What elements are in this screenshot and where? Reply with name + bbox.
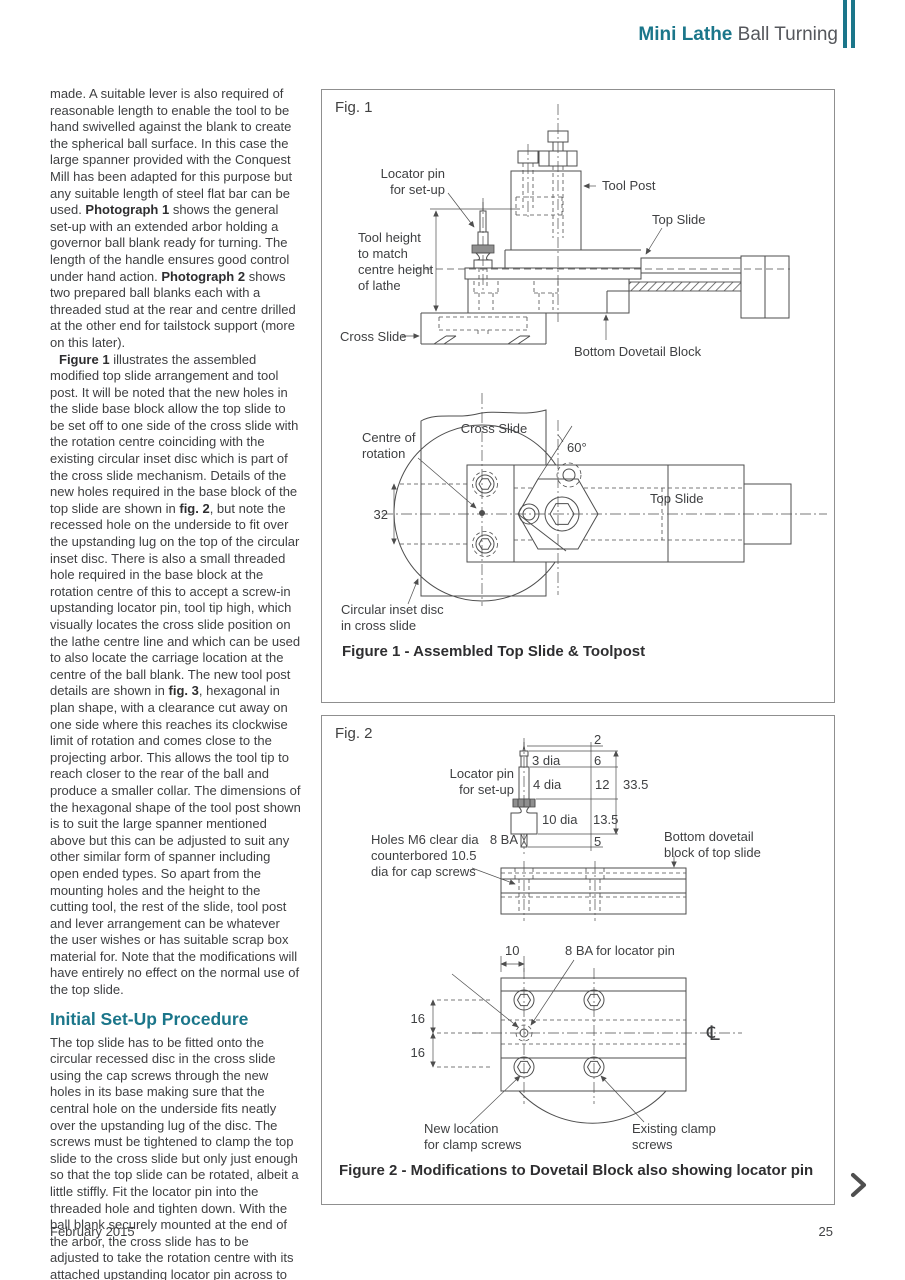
article-paragraphs-after: The top slide has to be fitted onto the …: [50, 1034, 299, 1280]
svg-text:of lathe: of lathe: [358, 278, 401, 293]
svg-text:dia for cap screws: dia for cap screws: [371, 864, 476, 879]
svg-text:for set-up: for set-up: [459, 782, 514, 797]
fig2-holes-m6-label: Holes M6 clear dia: [371, 832, 479, 847]
figure-1-caption: Figure 1 - Assembled Top Slide & Toolpos…: [342, 643, 646, 660]
svg-text:screws: screws: [632, 1137, 673, 1152]
figure-1-box: Fig. 1: [321, 89, 835, 703]
fig1-tool-height-label: Tool height: [358, 230, 421, 245]
fig2-new-location-label: New location: [424, 1121, 498, 1136]
fig2-dim-12: 12: [595, 777, 609, 792]
footer-date: February 2015: [50, 1224, 135, 1239]
fig2-ba-locator-label: 8 BA for locator pin: [565, 943, 675, 958]
section-heading: Initial Set-Up Procedure: [50, 1008, 249, 1029]
fig2-dim-16b: 16: [411, 1045, 425, 1060]
fig2-dim-2: 2: [594, 732, 601, 747]
fig1-dim-32-label: 32: [374, 507, 388, 522]
fig1-tool-post-label: Tool Post: [602, 178, 656, 193]
figure-2-label: Fig. 2: [335, 725, 373, 742]
fig2-dim-13-5: 13.5: [593, 812, 618, 827]
page-header-title: Mini Lathe Ball Turning: [638, 24, 838, 46]
fig2-dim-33-5: 33.5: [623, 777, 648, 792]
figure-1-label: Fig. 1: [335, 99, 373, 116]
fig1-locator-pin-label: Locator pin: [381, 166, 445, 181]
fig2-dim-4dia: 4 dia: [533, 777, 562, 792]
figure-2-drawing: Locator pin for set-up 2 3 dia 6 4 dia 1…: [371, 732, 761, 1152]
fig1-inset-disc-label: Circular inset disc: [341, 602, 444, 617]
fig1-angle-60-label: 60°: [567, 440, 587, 455]
header-brand: Mini Lathe: [638, 24, 733, 45]
header-accent-bars-icon: [843, 0, 855, 48]
fig2-dim-6: 6: [594, 753, 601, 768]
fig2-clamp-screws: [513, 989, 605, 1078]
fig1-cross-slide-label: Cross Slide: [340, 329, 406, 344]
svg-text:to match: to match: [358, 246, 408, 261]
fig1-cap-screws: [472, 471, 498, 557]
figure-1-drawing: Locator pin for set-up Tool Post Top Sli…: [340, 104, 827, 633]
fig2-dim-10: 10: [505, 943, 519, 958]
fig1-centre-of-rotation-label: Centre of: [362, 430, 416, 445]
svg-text:block of top slide: block of top slide: [664, 845, 761, 860]
fig1-bottom-dovetail-label: Bottom Dovetail Block: [574, 344, 702, 359]
svg-text:in cross slide: in cross slide: [341, 618, 416, 633]
figure-2-box: Fig. 2 Locator pin for set-: [321, 715, 835, 1205]
article-paragraphs-top: made. A suitable lever is also required …: [50, 86, 301, 998]
fig2-existing-clamp-label: Existing clamp: [632, 1121, 716, 1136]
article-column: made. A suitable lever is also required …: [50, 86, 301, 1280]
fig2-locator-pin-label: Locator pin: [450, 766, 514, 781]
svg-text:for set-up: for set-up: [390, 182, 445, 197]
header-title: Ball Turning: [732, 24, 838, 45]
fig2-bottom-dovetail-label: Bottom dovetail: [664, 829, 754, 844]
fig1-plan-top-slide-label: Top Slide: [650, 491, 703, 506]
svg-text:counterbored 10.5: counterbored 10.5: [371, 848, 477, 863]
footer-page-number: 25: [818, 1224, 833, 1239]
fig2-dim-5: 5: [594, 834, 601, 849]
figure-2-caption: Figure 2 - Modifications to Dovetail Blo…: [339, 1162, 814, 1179]
fig2-centreline-symbol: ℄: [706, 1021, 720, 1045]
svg-text:for clamp screws: for clamp screws: [424, 1137, 522, 1152]
fig2-dim-8ba: 8 BA: [490, 832, 519, 847]
fig2-dim-3dia: 3 dia: [532, 753, 561, 768]
svg-text:centre height: centre height: [358, 262, 434, 277]
page-continues-chevron-icon: [850, 1172, 867, 1198]
fig2-dim-16a: 16: [411, 1011, 425, 1026]
svg-text:rotation: rotation: [362, 446, 405, 461]
fig1-top-slide-label: Top Slide: [652, 212, 705, 227]
fig2-dim-10dia: 10 dia: [542, 812, 578, 827]
fig1-plan-cross-slide-label: Cross Slide: [461, 421, 527, 436]
